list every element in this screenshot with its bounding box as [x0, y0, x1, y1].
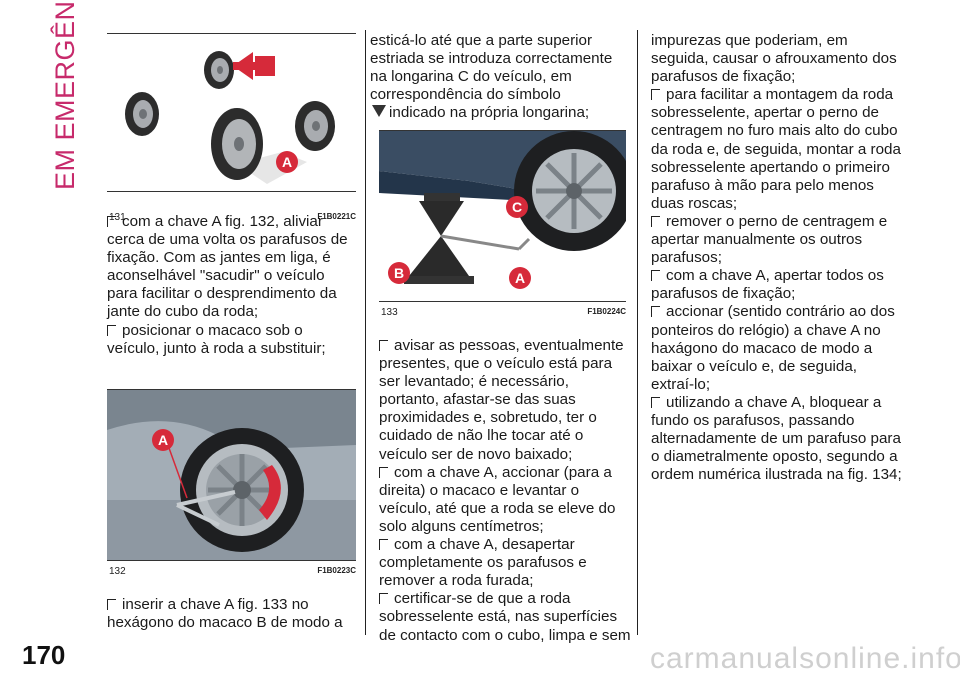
instruction-item: para facilitar a montagem da roda sobres… [651, 86, 901, 212]
figure-code: F1B0223C [317, 566, 356, 575]
bullet-icon [379, 539, 388, 551]
instruction-item: com a chave A, desapertar completamente … [379, 536, 587, 590]
figure-number: 131 [109, 212, 126, 223]
instruction-item: com a chave A, apertar todos os parafuso… [651, 267, 884, 303]
bullet-icon [379, 340, 388, 351]
label-a-marker [276, 151, 298, 173]
label-c: C [512, 199, 522, 215]
bullet-icon [651, 396, 660, 408]
label-a: A [158, 432, 168, 448]
instruction-item: certificar-se de que a roda sobresselent… [379, 590, 631, 644]
instruction-item: avisar as pessoas, eventualmente present… [379, 337, 624, 463]
figure-code: F1B0221C [317, 212, 356, 221]
tires-illustration: A [107, 34, 356, 191]
bullet-icon [379, 593, 388, 605]
instruction-item: posicionar o macaco sob o veículo, junto… [107, 321, 326, 357]
column-divider [365, 30, 366, 635]
column3-text: impurezas que poderiam, em seguida, caus… [651, 32, 903, 484]
watermark: carmanualsonline.info [650, 642, 960, 675]
label-b: B [394, 265, 404, 281]
label-a: A [515, 270, 525, 286]
column1-text-bottom: inserir a chave A fig. 133 no hexágono d… [107, 596, 357, 632]
figure-131: A 131 F1B0221C [107, 33, 356, 223]
bullet-icon [651, 89, 660, 101]
column1-text-top: com a chave A fig. 132, aliviar cerca de… [107, 213, 357, 358]
bullet-icon [107, 599, 116, 610]
column2-text-bottom: avisar as pessoas, eventualmente present… [379, 337, 631, 645]
instruction-continuation: impurezas que poderiam, em seguida, caus… [651, 32, 897, 86]
bullet-icon [651, 306, 660, 318]
instruction-item: com a chave A fig. 132, aliviar cerca de… [107, 213, 348, 321]
bullet-icon [651, 270, 660, 282]
figure-133: C B A 133 F1B0224C [379, 130, 634, 318]
instruction-item: remover o perno de centragem e apertar m… [651, 212, 888, 267]
instruction-item: accionar (sentido contrário ao dos ponte… [651, 303, 895, 393]
wrench-on-wheel-illustration: A [107, 390, 356, 560]
bullet-icon [379, 466, 388, 478]
bullet-icon [107, 216, 116, 227]
column2-text-top: esticá-lo até que a parte superior estri… [370, 32, 628, 122]
page-number: 170 [22, 640, 66, 670]
label-a: A [282, 154, 292, 170]
figure-132: A 132 F1B0223C [107, 389, 356, 577]
figure-code: F1B0224C [587, 307, 626, 316]
figure-number: 133 [381, 307, 398, 318]
instruction-continuation: indicado na própria longarina; [370, 104, 628, 122]
section-title: EM EMERGÊNCIA [50, 0, 80, 190]
jack-illustration: C B A [379, 131, 634, 301]
figure-number: 132 [109, 566, 126, 577]
instruction-item: utilizando a chave A, bloquear a fundo o… [651, 393, 902, 484]
instruction-continuation: esticá-lo até que a parte superior estri… [370, 32, 613, 104]
bullet-icon [107, 324, 116, 336]
column-divider [637, 30, 638, 635]
instruction-item: com a chave A, accionar (para a direita)… [379, 463, 616, 535]
jack-point-symbol-icon [372, 105, 386, 118]
bullet-icon [651, 215, 660, 227]
instruction-item: inserir a chave A fig. 133 no hexágono d… [107, 596, 343, 632]
